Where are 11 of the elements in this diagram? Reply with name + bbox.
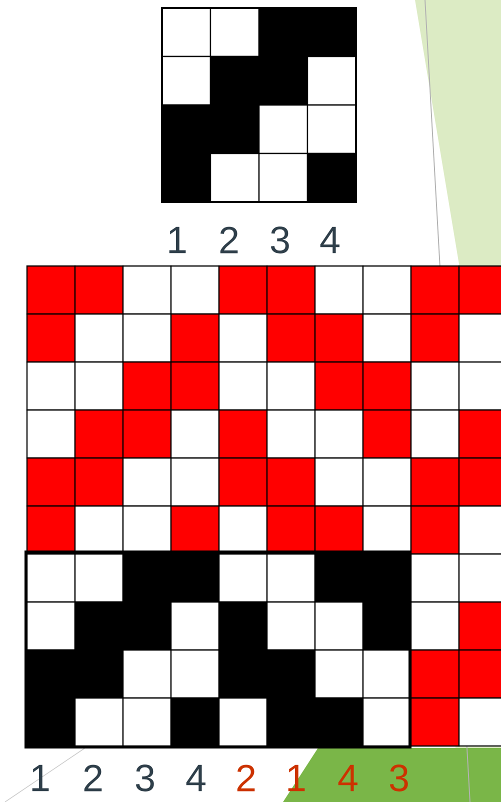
column-number: 4 [338, 764, 358, 792]
column-number: 3 [270, 226, 289, 254]
column-number: 1 [169, 226, 186, 254]
column-number: 2 [84, 764, 102, 792]
column-number: 4 [320, 226, 340, 254]
column-number: 4 [186, 764, 206, 792]
column-number: 2 [220, 226, 238, 254]
column-number: 3 [136, 764, 154, 792]
column-number: 2 [237, 764, 255, 792]
column-number: 3 [390, 764, 408, 792]
column-number: 1 [32, 764, 49, 792]
